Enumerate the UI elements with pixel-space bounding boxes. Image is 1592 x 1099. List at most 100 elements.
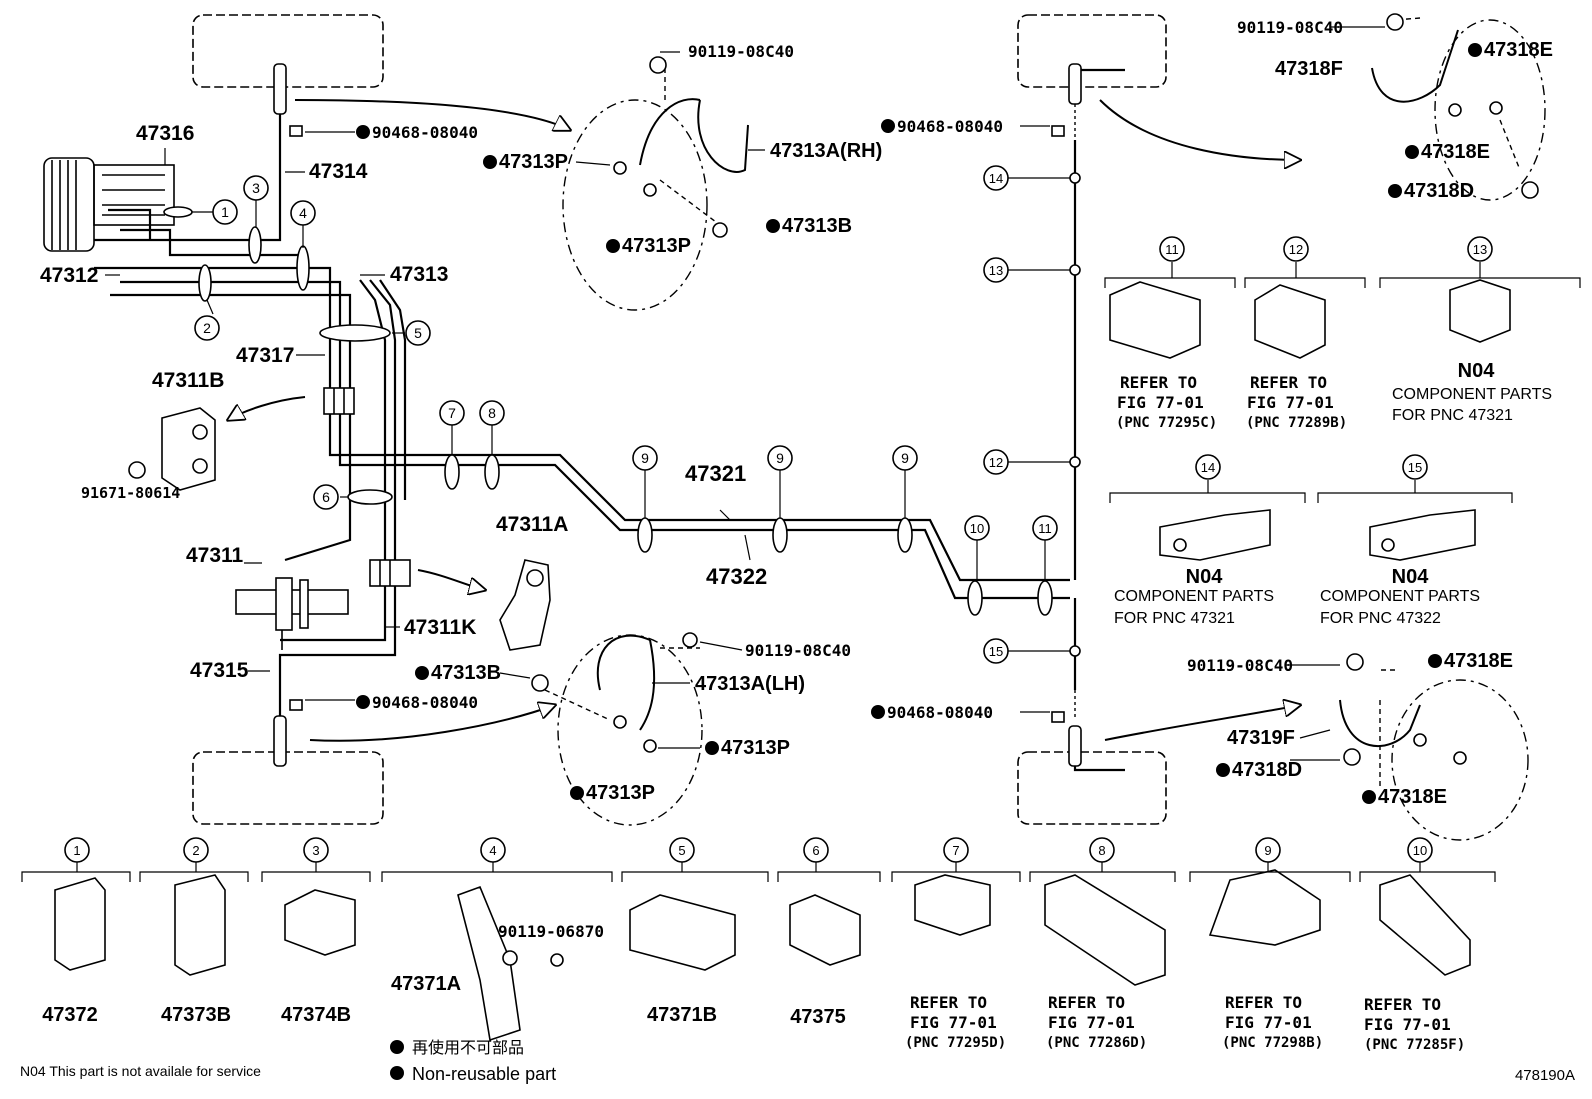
- label-clip-tl: 90468-08040: [372, 123, 478, 142]
- svg-text:14: 14: [1201, 460, 1215, 475]
- svg-text:10: 10: [970, 521, 984, 536]
- svg-text:47374B: 47374B: [281, 1004, 351, 1026]
- callout-15: 15: [983, 638, 1009, 664]
- bottom-callout-8: 8: [1089, 837, 1115, 863]
- svg-text:(PNC 77298B): (PNC 77298B): [1222, 1035, 1323, 1051]
- label-clip-bl: 90468-08040: [372, 693, 478, 712]
- group-brackets: [21, 262, 1581, 882]
- svg-text:(PNC 77286D): (PNC 77286D): [1046, 1035, 1147, 1051]
- svg-text:8: 8: [488, 405, 496, 421]
- washers: [531, 13, 1539, 766]
- svg-text:90119-06870: 90119-06870: [498, 922, 604, 941]
- svg-text:N04: N04: [1458, 360, 1496, 382]
- junction-blocks: [323, 387, 411, 587]
- svg-text:5: 5: [414, 325, 422, 341]
- dot-clip-bl: [356, 695, 370, 709]
- svg-text:FIG 77-01: FIG 77-01: [1247, 393, 1334, 412]
- legend: 再使用不可部品 Non-reusable part N04 This part …: [20, 1038, 1575, 1084]
- label-47313A-LH: 47313A(LH): [695, 673, 805, 695]
- label-47312: 47312: [40, 264, 98, 287]
- callout-6: 6: [313, 484, 339, 510]
- legend-dot-jp: [390, 1040, 404, 1054]
- label-47311B: 47311B: [152, 369, 224, 392]
- label-clip-br: 90468-08040: [887, 703, 993, 722]
- bracket-47311B: [128, 407, 216, 491]
- callout-4: 4: [290, 200, 316, 226]
- left-brake-lines: [94, 140, 1070, 642]
- label-clip-tr: 90468-08040: [897, 117, 1003, 136]
- callout-2: 2: [194, 315, 220, 341]
- left-rear-line: [278, 100, 397, 740]
- svg-text:COMPONENT PARTS: COMPONENT PARTS: [1320, 588, 1480, 605]
- svg-text:2: 2: [192, 843, 199, 858]
- bottom-callout-10: 10: [1407, 837, 1433, 863]
- group-callout-12: 12: [1283, 236, 1309, 262]
- label-47311: 47311: [186, 544, 244, 567]
- svg-text:N04: N04: [1392, 566, 1430, 588]
- non-reusable-dots: [356, 43, 1482, 1080]
- svg-text:10: 10: [1413, 843, 1427, 858]
- right-clip-shapes: [1109, 279, 1511, 561]
- bottom-callout-6: 6: [803, 837, 829, 863]
- svg-text:FIG 77-01: FIG 77-01: [1048, 1013, 1135, 1032]
- master-cylinder: [43, 157, 175, 252]
- brake-hoses: [596, 29, 1459, 748]
- callout-13: 13: [983, 257, 1009, 283]
- svg-text:47372: 47372: [42, 1004, 98, 1026]
- front-left-wheel-box: [192, 14, 384, 88]
- legend-dot-en: [390, 1066, 404, 1080]
- bottom-callout-1: 1: [64, 837, 90, 863]
- wheel-boxes: [192, 14, 1167, 825]
- figure-id: 478190A: [1515, 1067, 1575, 1084]
- callout-5: 5: [405, 320, 431, 346]
- svg-text:9: 9: [776, 450, 784, 466]
- callout-9c: 9: [892, 445, 918, 471]
- label-rr-bot-bolt: 90119-08C40: [1187, 656, 1293, 675]
- dot-47313P-a: [483, 155, 497, 169]
- dot-47313B-lh: [415, 666, 429, 680]
- group-callout-13: 13: [1467, 236, 1493, 262]
- svg-text:3: 3: [252, 180, 260, 196]
- label-lh-gasket-b: 47313P: [586, 782, 655, 804]
- svg-text:1: 1: [221, 204, 229, 220]
- svg-text:6: 6: [322, 489, 330, 505]
- svg-text:9: 9: [901, 450, 909, 466]
- label-91671: 91671-80614: [81, 484, 180, 502]
- bottom-callout-7: 7: [943, 837, 969, 863]
- svg-text:47373B: 47373B: [161, 1004, 231, 1026]
- part-labels: 47316 47314 47312 47313 47317 47311B 916…: [40, 18, 1553, 808]
- label-lh-bolt: 90119-08C40: [745, 641, 851, 660]
- dot-clip-tl: [356, 125, 370, 139]
- bottom-callout-3: 3: [303, 837, 329, 863]
- callout-10: 10: [964, 515, 990, 541]
- svg-text:REFER TO: REFER TO: [1364, 995, 1441, 1014]
- dot-47318E-a: [1468, 43, 1482, 57]
- svg-text:7: 7: [952, 843, 959, 858]
- right-wheel-fittings: [1051, 63, 1082, 767]
- svg-text:FIG 77-01: FIG 77-01: [910, 1013, 997, 1032]
- svg-text:47371A: 47371A: [391, 973, 461, 995]
- callout-11: 11: [1032, 515, 1058, 541]
- svg-text:11: 11: [1165, 242, 1179, 257]
- label-rr-bot-gasket-b: 47318E: [1378, 786, 1447, 808]
- dot-47313B-rh: [766, 219, 780, 233]
- group-callout-11: 11: [1159, 236, 1185, 262]
- label-rr-top-union: 47318D: [1404, 180, 1474, 202]
- label-47314: 47314: [309, 160, 368, 183]
- svg-text:7: 7: [448, 405, 456, 421]
- label-lh-union: 47313B: [431, 662, 501, 684]
- svg-text:9: 9: [1264, 843, 1271, 858]
- dot-47313P-b: [606, 239, 620, 253]
- dot-47318E-d: [1362, 790, 1376, 804]
- label-47319F: 47319F: [1227, 727, 1295, 749]
- svg-text:COMPONENT PARTS: COMPONENT PARTS: [1114, 588, 1274, 605]
- rear-right-wheel-box: [1017, 751, 1167, 825]
- dot-clip-br: [871, 705, 885, 719]
- leader-lines: [105, 26, 1385, 761]
- svg-text:REFER TO: REFER TO: [910, 993, 987, 1012]
- label-rr-top-bolt: 90119-08C40: [1237, 18, 1343, 37]
- svg-text:1: 1: [73, 843, 80, 858]
- right-clip-labels: REFER TO FIG 77-01 (PNC 77295C) REFER TO…: [1114, 360, 1552, 627]
